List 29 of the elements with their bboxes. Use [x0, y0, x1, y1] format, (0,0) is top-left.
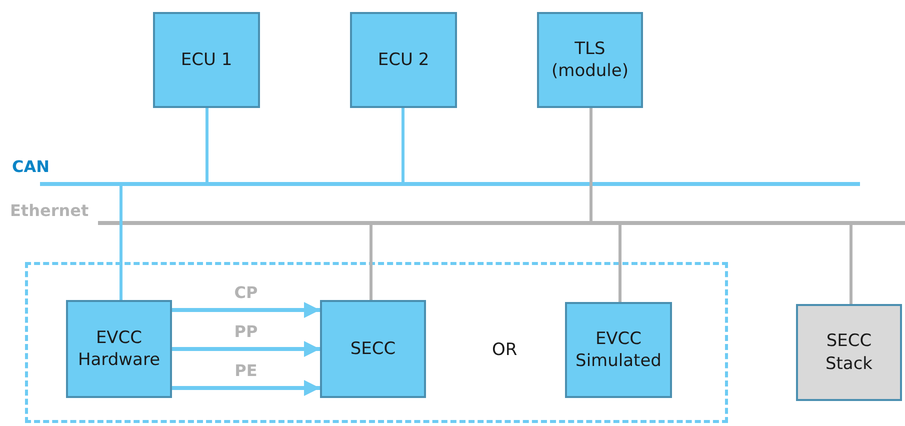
- connector-line: [120, 186, 122, 300]
- node-text: SECC Stack: [824, 330, 874, 375]
- dashed-group-frame: [25, 262, 728, 423]
- module-box: [537, 12, 643, 108]
- connector-line: [590, 108, 592, 221]
- bus-label: Ethernet: [10, 201, 89, 220]
- edge-label: CP: [232, 285, 260, 301]
- node-text: EVCC Simulated: [574, 328, 662, 372]
- node-text: SECC: [350, 338, 396, 360]
- module-box: [350, 12, 457, 108]
- module-box: [320, 300, 426, 398]
- node-text: TLS (module): [550, 38, 630, 82]
- arrow: [172, 302, 320, 318]
- arrow: [172, 341, 320, 357]
- connector-line: [206, 108, 208, 182]
- node-text: ECU 2: [378, 48, 430, 72]
- connector-line: [850, 225, 852, 304]
- node-text: EVCC Hardware: [76, 326, 162, 372]
- module-box: [565, 302, 672, 398]
- label-text: OR: [492, 340, 518, 360]
- bus-label: CAN: [12, 157, 50, 176]
- connector-line: [370, 225, 372, 300]
- connector-line: [618, 225, 622, 302]
- module-box: [66, 300, 172, 398]
- module-box: [796, 304, 902, 401]
- arrow: [172, 380, 320, 396]
- module-box: [153, 12, 260, 108]
- connector-line: [402, 108, 404, 182]
- node-text: ECU 1: [180, 48, 232, 72]
